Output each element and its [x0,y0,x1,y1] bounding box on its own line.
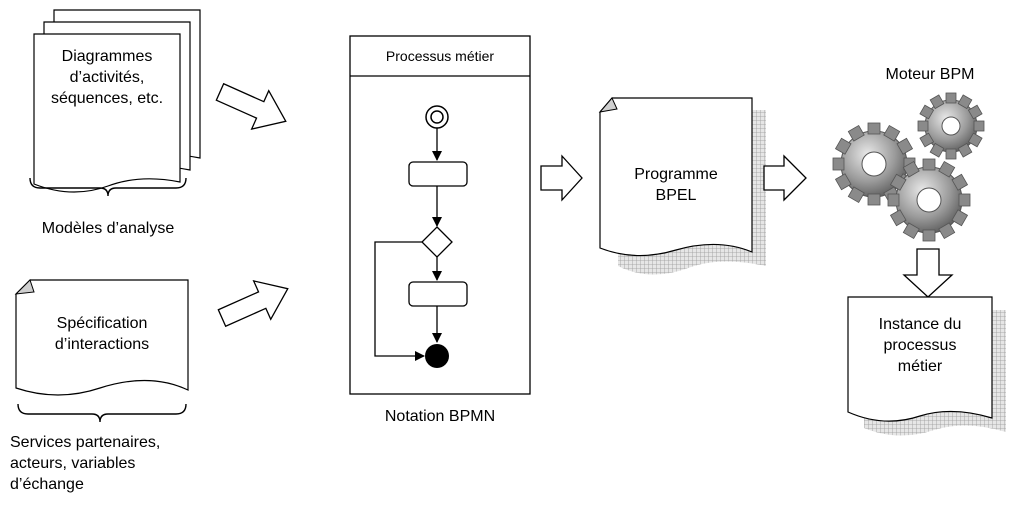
interactions-doc-text: Spécification d’interactions [16,313,188,355]
bpel-doc-line: BPEL [655,187,697,204]
analysis-doc-text: Diagrammes d’activités, séquences, etc. [34,46,180,109]
analysis-doc-line: Diagrammes [61,48,153,65]
instance-document-shape [847,296,1006,436]
instance-doc-line: processus [883,337,957,354]
analysis-documents-stack [33,9,201,193]
interactions-document-shape [14,279,189,396]
doc-front-sheet [33,33,181,193]
process-box-title: Processus métier [385,48,495,64]
arrow-interactions-to-process [217,279,289,328]
start-event-inner [430,110,444,124]
analysis-caption: Modèles d’analyse [41,220,175,237]
arrow-process-to-bpel [540,154,583,202]
bpel-doc-line: Programme [634,166,718,183]
interactions-doc-line: d’interactions [54,336,150,353]
arrow-engine-to-instance [902,248,954,298]
arrow-bpel-to-engine [763,154,807,202]
interactions-caption-line: Services partenaires, [10,434,161,451]
process-box [349,35,531,395]
interactions-caption: Services partenaires, acteurs, variables… [10,432,210,495]
gears-icon [832,92,985,242]
analysis-doc-line: d’activités, [69,69,145,86]
bpmn-flow [374,105,468,368]
interactions-caption-line: d’échange [10,476,84,493]
interactions-caption-line: acteurs, variables [10,455,136,472]
interactions-brace [17,403,187,423]
bpel-document-shape [598,97,766,275]
bpel-doc-text: Programme BPEL [600,164,752,206]
instance-doc-text: Instance du processus métier [848,314,992,377]
activity-1 [408,161,468,187]
engine-title: Moteur BPM [885,66,975,83]
analysis-doc-line: séquences, etc. [50,90,164,107]
end-event [425,344,449,368]
interactions-doc-line: Spécification [56,315,148,332]
activity-2 [408,281,468,307]
instance-doc-line: métier [897,358,943,375]
process-caption: Notation BPMN [384,408,496,425]
analysis-brace [29,177,187,197]
arrow-analysis-to-process [215,82,287,131]
bypass-path [374,241,425,361]
instance-doc-line: Instance du [878,316,962,333]
